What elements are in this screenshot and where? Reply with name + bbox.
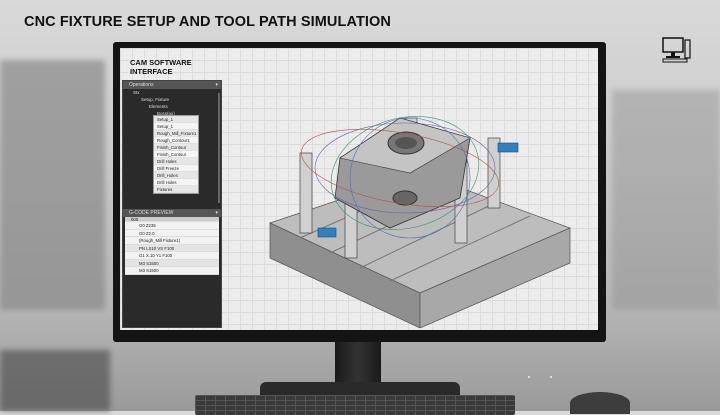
- monitor-stand-base: [260, 382, 460, 396]
- cam-app-screen: CAM SOFTWARE INTERFACE Operations ▾ Stx S…: [120, 48, 598, 330]
- gcode-line: G0 Z2.0: [125, 230, 219, 237]
- keyboard[interactable]: [195, 395, 515, 415]
- gcode-header[interactable]: G-CODE PREVIEW ▾: [123, 209, 221, 217]
- chevron-down-icon[interactable]: ▾: [215, 210, 218, 216]
- operations-title: Operations: [129, 82, 154, 88]
- chevron-down-icon[interactable]: ▾: [215, 82, 218, 88]
- gcode-line: M3 S1500: [125, 259, 219, 267]
- scrollbar[interactable]: [218, 93, 220, 203]
- operation-item[interactable]: Drill Holes: [154, 158, 198, 165]
- 3d-viewport[interactable]: [230, 78, 590, 328]
- operation-item[interactable]: Fixtures: [154, 186, 198, 193]
- gcode-line: 000: [125, 217, 219, 222]
- workpiece: [334, 117, 471, 229]
- operations-list: Setup_1 Setup_1 Rough_Mill_Fixture1 Roug…: [153, 115, 199, 194]
- computer-icon: [662, 37, 691, 63]
- gcode-line: M3 S1500: [125, 267, 219, 275]
- app-title: CAM SOFTWARE INTERFACE: [130, 58, 192, 76]
- blue-actuators: [317, 142, 519, 238]
- operation-item[interactable]: Finish_Contour: [154, 144, 198, 151]
- operation-item[interactable]: Drill Holes: [154, 179, 198, 186]
- gcode-line: PN LS10 VS F100: [125, 244, 219, 252]
- sidebar: Operations ▾ Stx Setup, Fixture Elements …: [122, 80, 222, 328]
- monitor-stand: [335, 342, 381, 387]
- tree-item[interactable]: Elements: [149, 104, 168, 109]
- operation-item[interactable]: Drill_Holes: [154, 172, 198, 179]
- power-led: [528, 376, 530, 378]
- background-box: [0, 350, 110, 411]
- power-led: [550, 376, 552, 378]
- operations-tree: Stx Setup, Fixture Elements Boss(px): [123, 89, 221, 117]
- gcode-line: G1 X.10 Y1 F100: [125, 252, 219, 260]
- monitor-bottom-bar: [113, 372, 606, 384]
- mouse[interactable]: [570, 392, 630, 414]
- gcode-line: (Rough_Mill Fixture1): [125, 237, 219, 245]
- operation-item[interactable]: Drill Freeze: [154, 165, 198, 172]
- gcode-line: G0 Z235: [125, 222, 219, 230]
- operation-item[interactable]: Rough_Contour1: [154, 137, 198, 144]
- operation-item[interactable]: Finish_Contour: [154, 151, 198, 158]
- operation-item[interactable]: Setup_1: [154, 116, 198, 123]
- tool-paths: [301, 116, 499, 239]
- gcode-preview: G-CODE PREVIEW ▾ 000 G0 Z235 G0 Z2.0 (Rou…: [123, 209, 221, 275]
- background-machine: [612, 90, 720, 310]
- tree-item[interactable]: Setup, Fixture: [141, 97, 170, 102]
- operations-header[interactable]: Operations ▾: [123, 81, 221, 89]
- background-machine: [0, 60, 105, 310]
- operation-item[interactable]: Setup_1: [154, 123, 198, 130]
- page-title: CNC FIXTURE SETUP AND TOOL PATH SIMULATI…: [24, 14, 391, 30]
- operation-item[interactable]: Rough_Mill_Fixture1: [154, 130, 198, 137]
- tree-item[interactable]: Stx: [133, 90, 140, 95]
- tree-item[interactable]: Boss(px): [157, 111, 175, 116]
- gcode-title: G-CODE PREVIEW: [129, 210, 174, 216]
